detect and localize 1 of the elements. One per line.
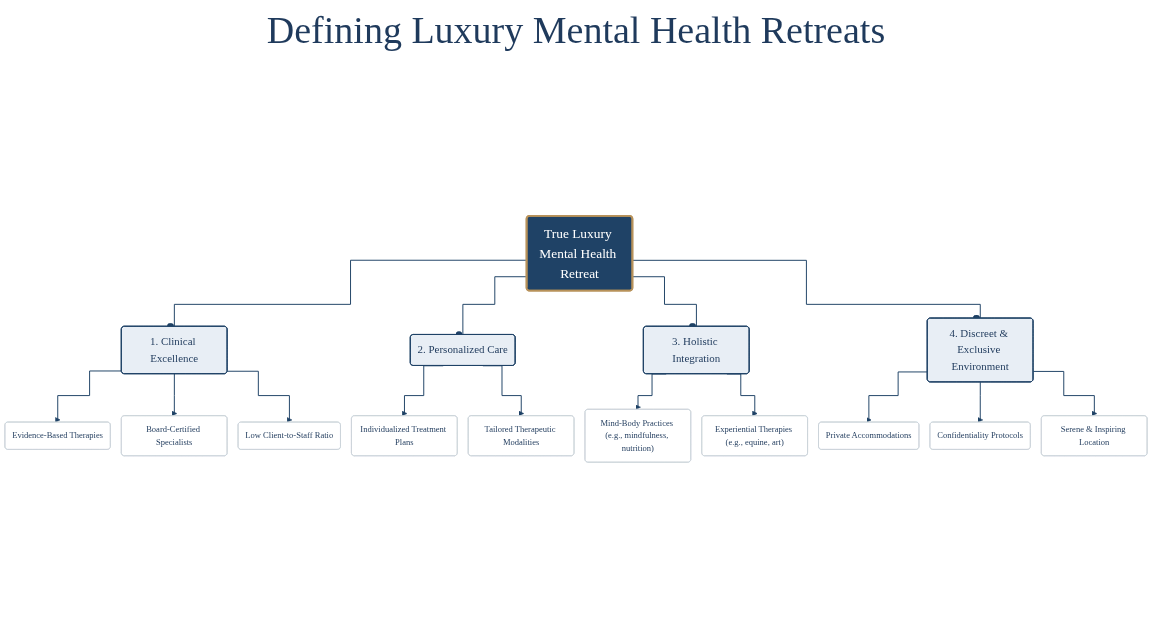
title: Defining Luxury Mental Health Retreats [265, 8, 887, 52]
